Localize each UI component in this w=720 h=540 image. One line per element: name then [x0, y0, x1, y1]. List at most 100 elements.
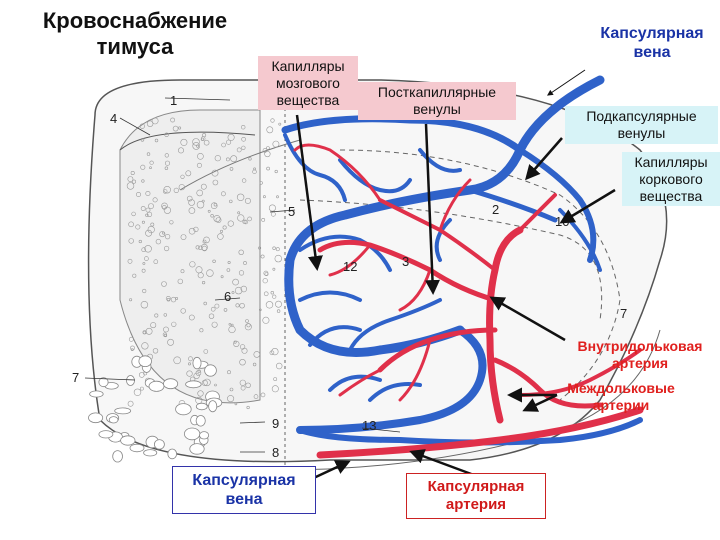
tissue-cell: [263, 291, 269, 297]
tissue-cell: [272, 246, 276, 250]
fat-cell: [114, 407, 132, 415]
tissue-cell: [132, 273, 137, 278]
tissue-cell: [240, 344, 246, 350]
tissue-cell: [133, 388, 142, 396]
tissue-cell: [140, 206, 146, 211]
label-capsular-artery: Капсулярная артерия: [406, 473, 546, 519]
tissue-cell: [142, 262, 146, 265]
tissue-cell: [239, 303, 245, 309]
fat-cell: [153, 439, 165, 450]
tissue-cell: [212, 259, 216, 263]
fat-cell: [199, 431, 210, 440]
tissue-cell: [265, 301, 274, 309]
tissue-cell: [248, 157, 252, 161]
tissue-cell: [236, 193, 245, 202]
tissue-cell: [127, 400, 134, 407]
tissue-cell: [145, 207, 151, 213]
tissue-cell: [276, 309, 281, 313]
tissue-cell: [164, 153, 169, 158]
tissue-cell: [244, 197, 251, 204]
tissue-cell: [259, 181, 263, 185]
fat-cell: [126, 375, 135, 386]
tissue-cell: [193, 226, 199, 232]
tissue-cell: [275, 247, 280, 252]
tissue-cell: [266, 146, 270, 150]
tissue-cell: [210, 306, 216, 312]
tissue-cell: [172, 125, 179, 132]
tissue-cell: [154, 313, 159, 318]
fat-cell: [185, 380, 202, 389]
fat-cell: [138, 355, 152, 368]
tissue-cell: [196, 162, 202, 168]
fat-cell: [98, 430, 114, 439]
fat-cell: [129, 443, 145, 453]
tissue-cell: [241, 124, 246, 130]
tissue-cell: [198, 245, 203, 251]
tissue-cell: [226, 139, 232, 145]
tissue-cell: [264, 150, 271, 158]
tissue-cell: [208, 313, 215, 319]
fat-cell: [195, 415, 206, 427]
num-7-left: 7: [72, 370, 79, 385]
tissue-cell: [240, 385, 246, 391]
tissue-cell: [167, 338, 174, 346]
tissue-cell: [241, 137, 246, 142]
tissue-cell: [139, 123, 145, 129]
tissue-cell: [153, 259, 159, 265]
tissue-cell: [253, 351, 261, 358]
tissue-cell: [262, 316, 270, 324]
number-labels: 1 2 3 4 5 6 7 7 8 9 10 12 13: [72, 93, 627, 460]
tissue-cell: [220, 229, 224, 233]
tissue-cell: [252, 362, 257, 367]
tissue-cell: [127, 258, 133, 264]
tissue-cell: [234, 286, 243, 295]
tissue-cell: [241, 347, 248, 354]
tissue-cell: [130, 171, 135, 176]
tissue-cell: [141, 268, 146, 273]
tissue-cell: [180, 174, 185, 179]
tissue-cell: [211, 169, 219, 177]
tissue-cell: [165, 160, 171, 166]
tissue-cell: [223, 308, 228, 312]
fat-cell: [98, 377, 109, 388]
tissue-cell: [226, 268, 231, 272]
num-1: 1: [170, 93, 177, 108]
tissue-cell: [199, 328, 204, 333]
tissue-cell: [197, 369, 201, 373]
fat-cell: [112, 450, 123, 463]
tissue-cell: [141, 342, 149, 350]
tissue-cell: [188, 199, 195, 206]
tissue-cell: [180, 269, 185, 274]
tissue-cell: [273, 377, 278, 382]
label-capsular-vein-bottom: Капсулярная вена: [172, 466, 316, 515]
fat-cell: [148, 380, 165, 392]
tissue-cell: [239, 359, 246, 366]
tissue-cell: [197, 153, 204, 160]
tissue-cell: [185, 170, 192, 177]
tissue-cell: [260, 392, 266, 398]
tissue-cell: [239, 379, 246, 386]
tissue-cell: [197, 272, 204, 279]
tissue-cell: [141, 179, 145, 183]
tissue-cell: [241, 178, 247, 183]
fat-cell: [189, 443, 205, 455]
num-7-right: 7: [620, 306, 627, 321]
tissue-cell: [144, 256, 149, 261]
tissue-cell: [140, 301, 149, 309]
tissue-cell: [231, 291, 235, 294]
tissue-cell: [163, 206, 171, 214]
tissue-cell: [159, 231, 166, 238]
lobule-tissue: [87, 79, 668, 471]
tissue-cell: [238, 249, 244, 256]
tissue-cell: [201, 379, 208, 386]
tissue-cell: [135, 224, 141, 230]
tissue-cell: [146, 211, 153, 217]
tissue-cell: [210, 214, 214, 218]
number-leaders: [84, 97, 401, 453]
tissue-cell: [200, 183, 207, 190]
venous-vessels: [281, 75, 643, 446]
tissue-cell: [212, 179, 219, 186]
tissue-cell: [188, 207, 196, 214]
tissue-cell: [162, 332, 167, 337]
